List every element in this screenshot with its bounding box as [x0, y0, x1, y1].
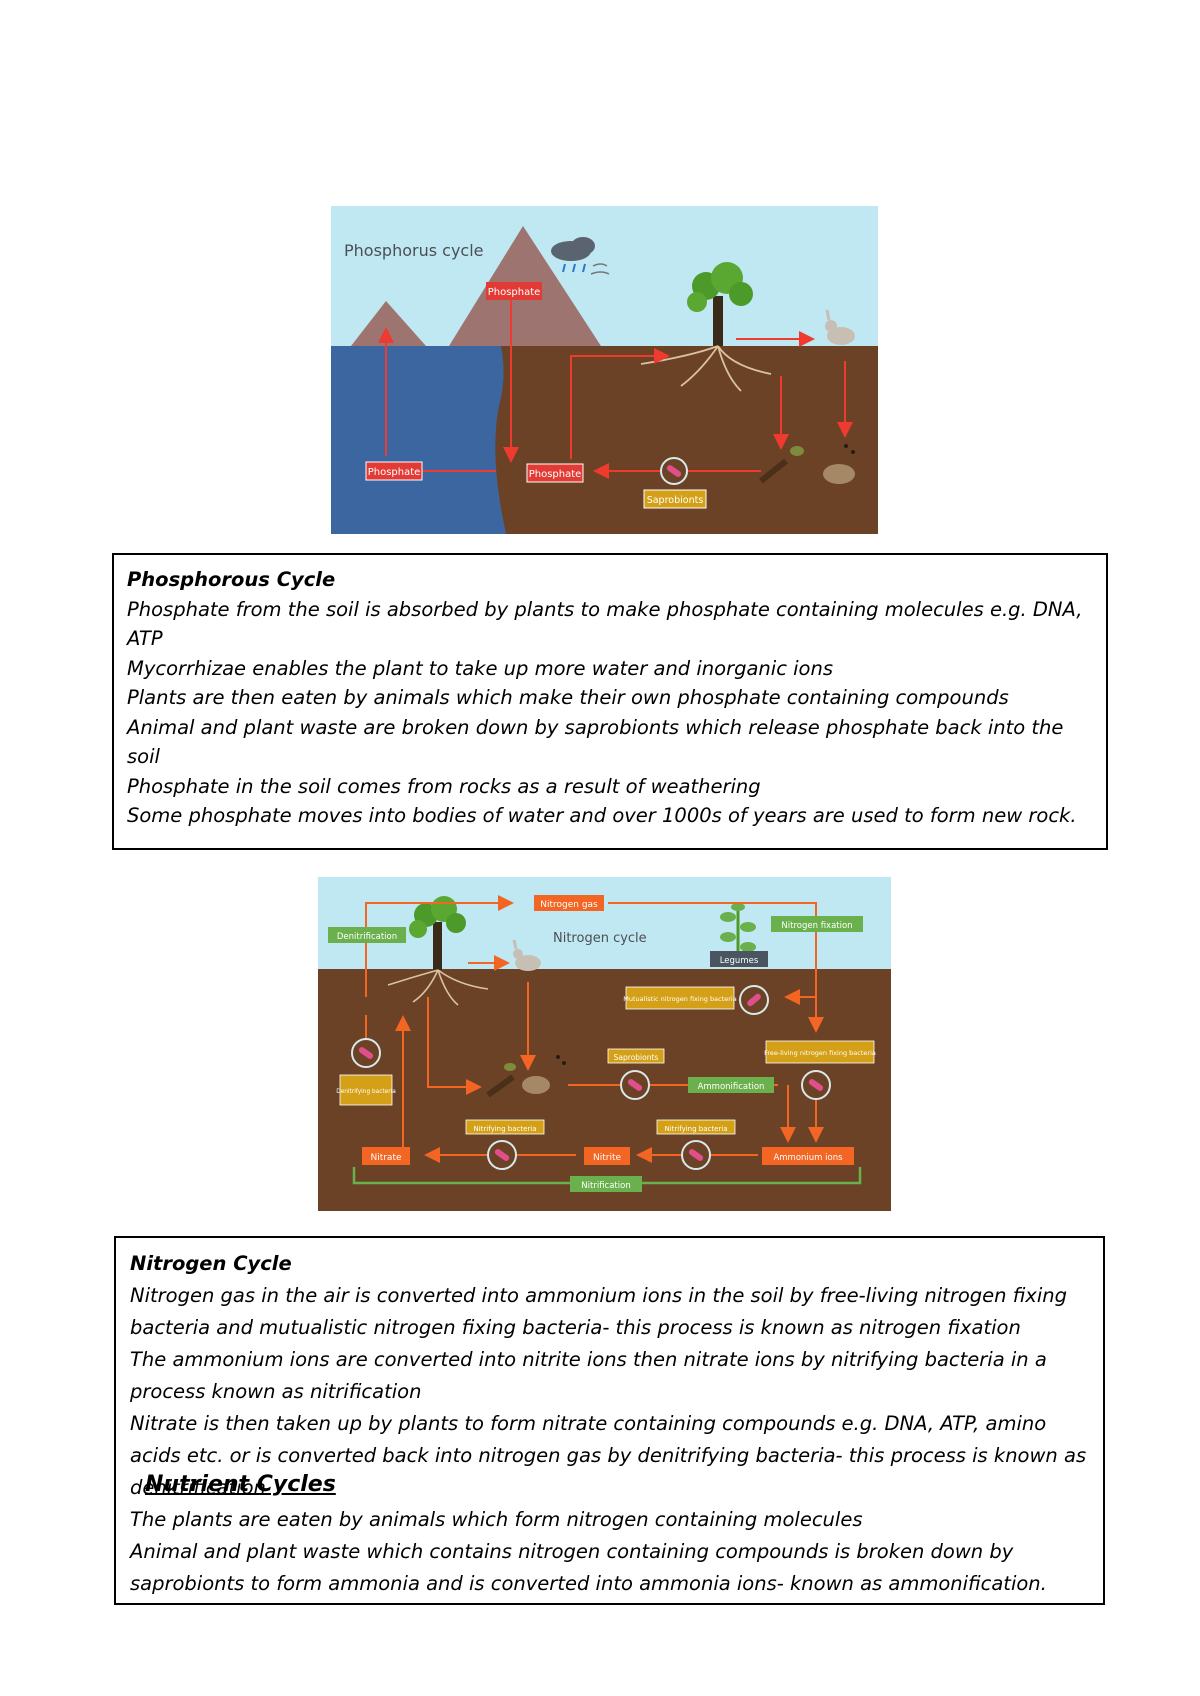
bacteria-icon [801, 1070, 831, 1100]
bacteria-icon [487, 1140, 517, 1170]
bacteria-icon [351, 1038, 381, 1068]
phosphorous-line: Mycorrhizae enables the plant to take up… [127, 656, 833, 680]
nitrogen-line: The plants are eaten by animals which fo… [130, 1508, 863, 1531]
saprobionts-label: Saprobionts [643, 489, 707, 509]
nitrogen-line: Nitrogen gas in the air is converted int… [130, 1284, 1067, 1339]
svg-text:Nitrogen fixation: Nitrogen fixation [781, 921, 852, 931]
phosphorous-line: Animal and plant waste are broken down b… [127, 715, 1064, 769]
svg-text:Nitrification: Nitrification [581, 1181, 630, 1191]
bacteria-icon [739, 985, 769, 1015]
nitrogen-svg: Nitrogen cycle Nitrogen gas Denitrificat… [318, 877, 891, 1211]
svg-text:Ammonium ions: Ammonium ions [773, 1153, 843, 1163]
bacteria-icon [681, 1140, 711, 1170]
nitrogen-line: The ammonium ions are converted into nit… [130, 1348, 1047, 1403]
nitrogen-title: Nitrogen cycle [553, 931, 647, 946]
rain-cloud-icon [551, 237, 610, 275]
svg-text:Free-living nitrogen fixing ba: Free-living nitrogen fixing bacteria [764, 1049, 876, 1057]
dead-matter-icon [486, 1055, 566, 1098]
nitrogen-gas-label: Nitrogen gas [534, 895, 604, 911]
legume-plant-icon [720, 903, 756, 957]
svg-text:Saprobionts: Saprobionts [647, 495, 704, 506]
nitrifying-bacteria-label-1: Nitrifying bacteria [465, 1119, 545, 1135]
nitrite-label: Nitrite [584, 1147, 630, 1165]
svg-text:Phosphate: Phosphate [529, 469, 582, 480]
svg-text:Denitrification: Denitrification [337, 932, 397, 942]
phosphorous-line: Phosphate in the soil comes from rocks a… [127, 774, 761, 798]
phosphorous-line: Phosphate from the soil is absorbed by p… [127, 597, 1083, 651]
svg-text:Mutualistic nitrogen fixing ba: Mutualistic nitrogen fixing bacteria [623, 995, 736, 1003]
denitrification-label: Denitrification [328, 927, 406, 943]
small-mountain [351, 301, 426, 346]
nitrogen-fixation-label: Nitrogen fixation [771, 916, 863, 932]
svg-text:Phosphate: Phosphate [368, 467, 421, 478]
svg-text:Nitrifying bacteria: Nitrifying bacteria [664, 1125, 727, 1133]
nitrogen-line: Animal and plant waste which contains ni… [130, 1540, 1047, 1595]
nitrogen-text-box: Nitrogen Cycle Nitrogen gas in the air i… [114, 1236, 1105, 1605]
dead-matter-icon [759, 444, 855, 484]
soil [318, 969, 891, 1211]
svg-text:Ammonification: Ammonification [698, 1082, 765, 1092]
svg-text:Phosphate: Phosphate [488, 287, 541, 298]
svg-text:Nitrogen gas: Nitrogen gas [540, 900, 598, 910]
svg-text:Nitrate: Nitrate [370, 1153, 402, 1163]
phosphorous-heading: Phosphorous Cycle [127, 568, 336, 591]
svg-text:Legumes: Legumes [720, 956, 759, 966]
ammonium-ions-label: Ammonium ions [762, 1147, 854, 1165]
phosphorous-line: Some phosphate moves into bodies of wate… [127, 804, 1077, 827]
saprobionts-label: Saprobionts [607, 1048, 665, 1064]
phosphorus-title: Phosphorus cycle [344, 241, 484, 260]
phosphorous-line: Plants are then eaten by animals which m… [127, 686, 1009, 709]
nitrogen-cycle-diagram: Nitrogen cycle Nitrogen gas Denitrificat… [318, 877, 891, 1211]
rabbit-icon [825, 309, 855, 345]
free-living-bacteria-label: Free-living nitrogen fixing bacteria [764, 1040, 876, 1064]
nitrate-label: Nitrate [362, 1147, 410, 1165]
water [331, 346, 506, 534]
nitrogen-arrows [365, 895, 824, 1163]
svg-text:Nitrifying bacteria: Nitrifying bacteria [473, 1125, 536, 1133]
rabbit-icon [512, 939, 541, 971]
phosphorus-cycle-diagram: Phosphorus cycle Phosphate Phosphate Pho… [331, 206, 878, 534]
nitrogen-heading: Nitrogen Cycle [130, 1252, 292, 1275]
bacteria-icon [660, 457, 688, 485]
svg-text:Denitrifying bacteria: Denitrifying bacteria [336, 1089, 396, 1095]
phosphate-mountain-label: Phosphate [486, 282, 542, 300]
nitrogen-line: Nitrate is then taken up by plants to fo… [130, 1412, 1087, 1499]
nutrient-cycles-title: Nutrient Cycles [145, 1472, 336, 1497]
svg-text:Saprobionts: Saprobionts [614, 1053, 659, 1062]
svg-text:Nitrite: Nitrite [593, 1153, 621, 1163]
nitrification-label: Nitrification [570, 1176, 642, 1192]
legumes-label: Legumes [710, 951, 768, 967]
phosphate-water-label: Phosphate [365, 461, 423, 481]
phosphorus-svg: Phosphorus cycle Phosphate Phosphate Pho… [331, 206, 878, 534]
mutualistic-bacteria-label: Mutualistic nitrogen fixing bacteria [623, 986, 737, 1010]
phosphate-soil-label: Phosphate [526, 463, 584, 483]
tree-icon [640, 262, 772, 392]
ammonification-label: Ammonification [688, 1077, 774, 1093]
denitrifying-bacteria-label: Denitrifying bacteria [336, 1074, 396, 1106]
phosphorous-text-box: Phosphorous Cycle Phosphate from the soi… [112, 553, 1108, 850]
bacteria-icon [620, 1070, 650, 1100]
nitrifying-bacteria-label-2: Nitrifying bacteria [656, 1119, 736, 1135]
